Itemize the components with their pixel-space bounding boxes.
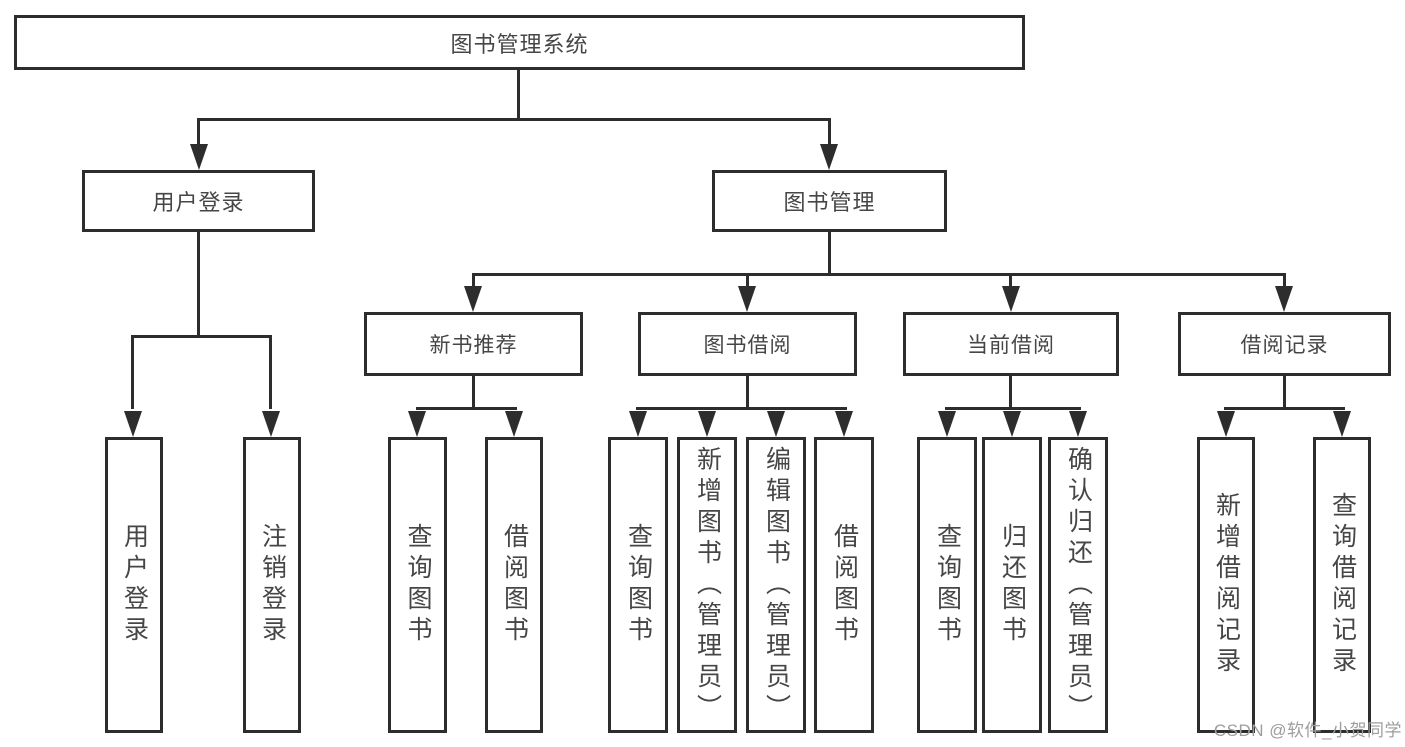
- connector-line: [472, 273, 475, 288]
- node-label: 借阅记录: [1240, 334, 1329, 357]
- node-label: 查询图书: [933, 523, 962, 647]
- connector-line: [472, 376, 475, 410]
- connector-line: [197, 118, 200, 146]
- node-query-books: 查询图书: [917, 437, 977, 733]
- node-label: 用户登录: [152, 190, 245, 215]
- node-label: 确认归还（管理员）: [1064, 445, 1093, 725]
- node-label: 查询图书: [624, 523, 653, 647]
- connector-line: [1283, 376, 1286, 410]
- arrowhead-down-icon: [1333, 411, 1351, 437]
- arrowhead-down-icon: [738, 286, 756, 312]
- arrowhead-down-icon: [938, 411, 956, 437]
- connector-line: [1009, 273, 1012, 288]
- node-return-books: 归还图书: [982, 437, 1042, 733]
- arrowhead-down-icon: [190, 144, 208, 170]
- arrowhead-down-icon: [408, 411, 426, 437]
- connector-line: [828, 118, 831, 146]
- node-library-management-system: 图书管理系统: [14, 15, 1025, 70]
- watermark: CSDN @软件_小贺同学: [1213, 721, 1402, 740]
- node-label: 借阅图书: [830, 523, 859, 647]
- node-label: 图书借阅: [703, 334, 792, 357]
- connector-line: [197, 118, 831, 121]
- node-borrow-books: 借阅图书: [814, 437, 874, 733]
- arrowhead-down-icon: [629, 411, 647, 437]
- connector-line: [131, 335, 134, 409]
- node-label: 新增图书（管理员）: [693, 445, 722, 725]
- node-user-login: 用户登录: [82, 170, 315, 232]
- connector-line: [746, 273, 749, 288]
- arrowhead-down-icon: [505, 411, 523, 437]
- node-add-borrow-record: 新增借阅记录: [1197, 437, 1255, 733]
- arrowhead-down-icon: [124, 411, 142, 437]
- node-add-books-admin: 新增图书（管理员）: [677, 437, 737, 733]
- connector-line: [828, 232, 831, 276]
- node-edit-books-admin: 编辑图书（管理员）: [746, 437, 806, 733]
- node-user-login-leaf: 用户登录: [105, 437, 163, 733]
- connector-line: [636, 407, 847, 410]
- connector-line: [746, 376, 749, 410]
- node-logout: 注销登录: [243, 437, 301, 733]
- connector-line: [945, 407, 1081, 410]
- connector-line: [416, 407, 517, 410]
- node-label: 归还图书: [998, 523, 1027, 647]
- arrowhead-down-icon: [1002, 286, 1020, 312]
- connector-line: [472, 273, 1286, 276]
- arrowhead-down-icon: [1003, 411, 1021, 437]
- arrowhead-down-icon: [1217, 411, 1235, 437]
- node-label: 借阅图书: [500, 523, 529, 647]
- node-label: 编辑图书（管理员）: [762, 445, 791, 725]
- connector-line: [517, 70, 520, 121]
- node-label: 用户登录: [120, 523, 149, 647]
- node-label: 新增借阅记录: [1212, 492, 1241, 678]
- node-new-book-recommendation: 新书推荐: [364, 312, 583, 376]
- node-query-borrow-record: 查询借阅记录: [1313, 437, 1371, 733]
- node-borrow-books: 借阅图书: [485, 437, 543, 733]
- connector-line: [1283, 273, 1286, 288]
- arrowhead-down-icon: [1069, 411, 1087, 437]
- connector-line: [1009, 376, 1012, 410]
- arrowhead-down-icon: [698, 411, 716, 437]
- node-book-management: 图书管理: [712, 170, 947, 232]
- node-label: 图书管理: [783, 190, 876, 215]
- node-current-borrowing: 当前借阅: [903, 312, 1119, 376]
- node-label: 查询借阅记录: [1328, 492, 1357, 678]
- connector-line: [269, 335, 272, 409]
- arrowhead-down-icon: [1275, 286, 1293, 312]
- connector-line: [131, 335, 272, 338]
- node-confirm-return-admin: 确认归还（管理员）: [1048, 437, 1108, 733]
- node-book-borrowing: 图书借阅: [638, 312, 857, 376]
- node-label: 查询图书: [404, 523, 432, 647]
- connector-line: [197, 232, 200, 338]
- arrowhead-down-icon: [767, 411, 785, 437]
- node-label: 图书管理系统: [450, 31, 589, 57]
- arrowhead-down-icon: [464, 286, 482, 312]
- node-label: 新书推荐: [429, 334, 518, 357]
- node-label: 注销登录: [258, 523, 287, 647]
- node-borrowing-records: 借阅记录: [1178, 312, 1391, 376]
- arrowhead-down-icon: [262, 411, 280, 437]
- node-query-books: 查询图书: [608, 437, 668, 733]
- node-query-books: 查询图书: [388, 437, 447, 733]
- node-label: 当前借阅: [967, 334, 1055, 357]
- arrowhead-down-icon: [820, 144, 838, 170]
- connector-line: [1224, 407, 1345, 410]
- arrowhead-down-icon: [835, 411, 853, 437]
